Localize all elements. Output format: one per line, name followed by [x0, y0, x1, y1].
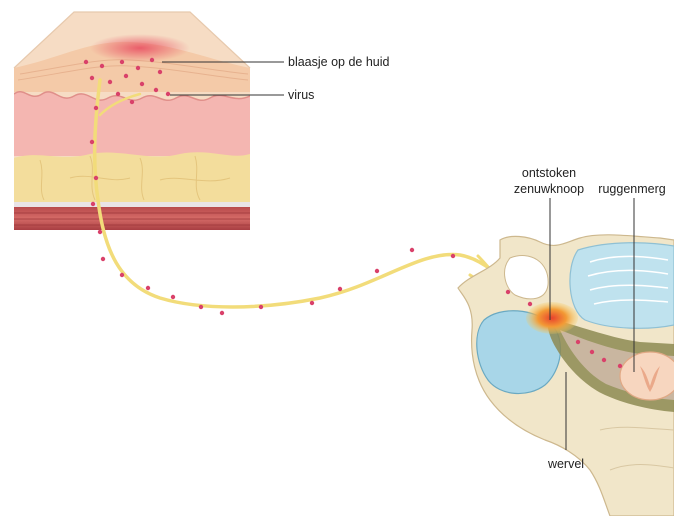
label-spinal-cord: ruggenmerg: [598, 182, 665, 196]
virus-dot: [90, 76, 94, 80]
virus-dot: [90, 140, 94, 144]
virus-dot: [120, 273, 124, 277]
virus-dot: [171, 295, 175, 299]
virus-dot: [528, 302, 532, 306]
virus-dot: [154, 88, 158, 92]
virus-dot: [150, 58, 154, 62]
virus-dot: [310, 301, 314, 305]
fascia-layer: [14, 202, 250, 207]
virus-dot: [108, 80, 112, 84]
virus-dot: [98, 230, 102, 234]
virus-dot: [140, 82, 144, 86]
virus-dot: [136, 66, 140, 70]
fat-layer: [14, 152, 250, 202]
virus-dot: [602, 358, 606, 362]
virus-dot: [100, 64, 104, 68]
label-blister: blaasje op de huid: [288, 55, 390, 69]
virus-dot: [506, 290, 510, 294]
virus-dot: [166, 92, 170, 96]
label-ganglion-line1: ontstoken: [522, 166, 576, 180]
virus-dot: [91, 202, 95, 206]
virus-dot: [158, 70, 162, 74]
skin-blister: [90, 34, 190, 62]
muscle-layer: [14, 207, 250, 230]
skin-cross-section: [14, 12, 250, 230]
virus-dot: [94, 106, 98, 110]
virus-dot: [618, 364, 622, 368]
virus-dot: [576, 340, 580, 344]
virus-dot: [338, 287, 342, 291]
virus-dot: [259, 305, 263, 309]
virus-dot: [84, 60, 88, 64]
spinal-cord: [620, 352, 674, 400]
label-ganglion-line2: zenuwknoop: [514, 182, 584, 196]
virus-dot: [146, 286, 150, 290]
label-vertebra: wervel: [547, 457, 584, 471]
virus-dot: [130, 100, 134, 104]
virus-dot: [120, 60, 124, 64]
virus-dot: [451, 254, 455, 258]
virus-dot: [410, 248, 414, 252]
virus-dot: [199, 305, 203, 309]
virus-dot: [375, 269, 379, 273]
inflamed-ganglion: [526, 302, 578, 334]
virus-dot: [101, 257, 105, 261]
virus-dot: [94, 176, 98, 180]
virus-dot: [590, 350, 594, 354]
virus-dot: [116, 92, 120, 96]
virus-dot: [220, 311, 224, 315]
label-virus: virus: [288, 88, 314, 102]
virus-dot: [124, 74, 128, 78]
